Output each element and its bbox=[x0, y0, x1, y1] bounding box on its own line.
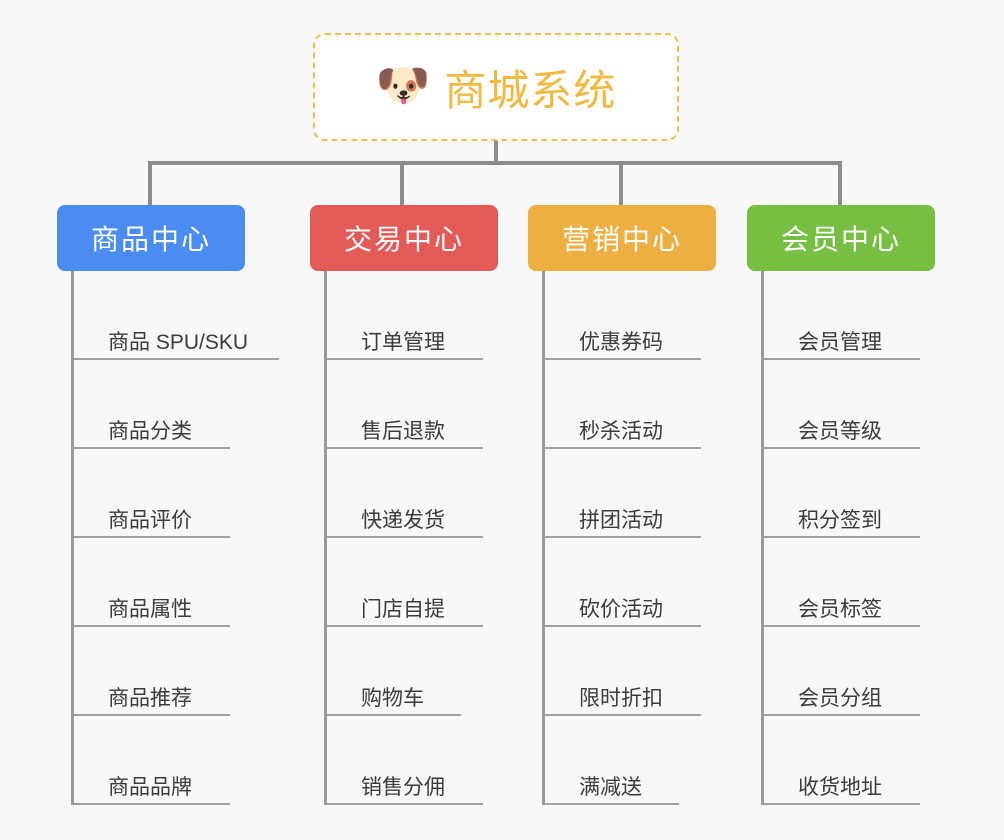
leaf-underline bbox=[545, 447, 701, 449]
leaf-underline bbox=[545, 714, 701, 716]
leaf-list-member-center: 会员管理 会员等级 积分签到 会员标签 会员分组 收货地址 bbox=[761, 271, 935, 805]
leaf-label: 会员分组 bbox=[798, 687, 882, 710]
leaf-item[interactable]: 秒杀活动 bbox=[545, 360, 716, 449]
category-box-trade-center[interactable]: 交易中心 bbox=[310, 205, 498, 271]
leaf-underline bbox=[545, 536, 701, 538]
branch-column-member-center: 会员中心 会员管理 会员等级 积分签到 会员标签 会员分组 bbox=[747, 205, 935, 805]
leaf-item[interactable]: 快递发货 bbox=[327, 449, 498, 538]
leaf-label: 商品推荐 bbox=[108, 687, 192, 710]
leaf-item[interactable]: 会员等级 bbox=[764, 360, 935, 449]
branch-drop-trade-center bbox=[400, 161, 404, 207]
leaf-item[interactable]: 商品分类 bbox=[74, 360, 245, 449]
leaf-label: 商品品牌 bbox=[108, 776, 192, 799]
leaf-label: 商品属性 bbox=[108, 598, 192, 621]
leaf-item[interactable]: 商品评价 bbox=[74, 449, 245, 538]
leaf-underline bbox=[74, 358, 279, 360]
leaf-label: 订单管理 bbox=[361, 331, 445, 354]
branch-drop-marketing-center bbox=[619, 161, 623, 207]
leaf-underline bbox=[74, 536, 230, 538]
root-title: 商城系统 bbox=[444, 66, 617, 114]
category-box-marketing-center[interactable]: 营销中心 bbox=[528, 205, 716, 271]
leaf-underline bbox=[764, 625, 920, 627]
leaf-list-marketing-center: 优惠券码 秒杀活动 拼团活动 砍价活动 限时折扣 满减送 bbox=[542, 271, 716, 805]
leaf-underline bbox=[74, 625, 230, 627]
leaf-underline bbox=[764, 536, 920, 538]
leaf-underline bbox=[327, 447, 483, 449]
leaf-item[interactable]: 积分签到 bbox=[764, 449, 935, 538]
leaf-item[interactable]: 收货地址 bbox=[764, 716, 935, 805]
category-label-marketing-center: 营销中心 bbox=[561, 224, 682, 255]
leaf-label: 收货地址 bbox=[798, 776, 882, 799]
leaf-underline bbox=[327, 714, 461, 716]
leaf-label: 积分签到 bbox=[798, 509, 882, 532]
branch-drop-product-center bbox=[148, 161, 152, 207]
leaf-item[interactable]: 限时折扣 bbox=[545, 627, 716, 716]
leaf-item[interactable]: 砍价活动 bbox=[545, 538, 716, 627]
leaf-label: 购物车 bbox=[361, 687, 424, 710]
category-label-member-center: 会员中心 bbox=[780, 224, 901, 255]
root-node[interactable]: 🐶 商城系统 bbox=[313, 33, 679, 141]
leaf-underline bbox=[545, 625, 701, 627]
leaf-label: 优惠券码 bbox=[579, 331, 663, 354]
leaf-label: 限时折扣 bbox=[579, 687, 663, 710]
category-label-product-center: 商品中心 bbox=[90, 224, 211, 255]
leaf-item[interactable]: 购物车 bbox=[327, 627, 498, 716]
leaf-underline bbox=[74, 803, 230, 805]
leaf-underline bbox=[327, 625, 483, 627]
leaf-item[interactable]: 会员标签 bbox=[764, 538, 935, 627]
leaf-underline bbox=[764, 803, 920, 805]
leaf-label: 秒杀活动 bbox=[579, 420, 663, 443]
branch-column-marketing-center: 营销中心 优惠券码 秒杀活动 拼团活动 砍价活动 限时折扣 bbox=[528, 205, 716, 805]
leaf-item[interactable]: 商品推荐 bbox=[74, 627, 245, 716]
leaf-label: 商品 SPU/SKU bbox=[108, 331, 249, 354]
leaf-list-product-center: 商品 SPU/SKU 商品分类 商品评价 商品属性 商品推荐 商品品牌 bbox=[71, 271, 279, 805]
leaf-underline bbox=[545, 803, 679, 805]
branch-column-trade-center: 交易中心 订单管理 售后退款 快递发货 门店自提 购物车 bbox=[310, 205, 498, 805]
leaf-item[interactable]: 优惠券码 bbox=[545, 271, 716, 360]
branch-column-product-center: 商品中心 商品 SPU/SKU 商品分类 商品评价 商品属性 商品推荐 bbox=[57, 205, 279, 805]
leaf-label: 销售分佣 bbox=[361, 776, 445, 799]
leaf-label: 门店自提 bbox=[361, 598, 445, 621]
leaf-underline bbox=[327, 536, 483, 538]
leaf-underline bbox=[764, 358, 920, 360]
leaf-label: 满减送 bbox=[579, 776, 642, 799]
leaf-item[interactable]: 商品属性 bbox=[74, 538, 245, 627]
leaf-underline bbox=[545, 358, 701, 360]
leaf-underline bbox=[764, 447, 920, 449]
leaf-underline bbox=[327, 358, 483, 360]
leaf-item[interactable]: 会员分组 bbox=[764, 627, 935, 716]
leaf-item[interactable]: 商品品牌 bbox=[74, 716, 245, 805]
leaf-label: 售后退款 bbox=[361, 420, 445, 443]
leaf-label: 砍价活动 bbox=[579, 598, 663, 621]
leaf-label: 快递发货 bbox=[361, 509, 445, 532]
leaf-item[interactable]: 满减送 bbox=[545, 716, 716, 805]
category-box-product-center[interactable]: 商品中心 bbox=[57, 205, 245, 271]
root-stem-horizontal bbox=[148, 161, 842, 165]
category-box-member-center[interactable]: 会员中心 bbox=[747, 205, 935, 271]
dog-face-icon: 🐶 bbox=[375, 61, 431, 110]
leaf-underline bbox=[74, 447, 230, 449]
leaf-label: 商品评价 bbox=[108, 509, 192, 532]
leaf-item[interactable]: 拼团活动 bbox=[545, 449, 716, 538]
leaf-item[interactable]: 门店自提 bbox=[327, 538, 498, 627]
leaf-underline bbox=[327, 803, 483, 805]
leaf-underline bbox=[74, 714, 230, 716]
leaf-item[interactable]: 商品 SPU/SKU bbox=[74, 271, 279, 360]
leaf-item[interactable]: 售后退款 bbox=[327, 360, 498, 449]
leaf-label: 会员管理 bbox=[798, 331, 882, 354]
category-label-trade-center: 交易中心 bbox=[343, 224, 464, 255]
root-stem-vertical bbox=[494, 141, 498, 165]
leaf-label: 商品分类 bbox=[108, 420, 192, 443]
leaf-label: 拼团活动 bbox=[579, 509, 663, 532]
leaf-label: 会员标签 bbox=[798, 598, 882, 621]
leaf-list-trade-center: 订单管理 售后退款 快递发货 门店自提 购物车 销售分佣 bbox=[324, 271, 498, 805]
leaf-item[interactable]: 会员管理 bbox=[764, 271, 935, 360]
leaf-item[interactable]: 销售分佣 bbox=[327, 716, 498, 805]
branch-drop-member-center bbox=[838, 161, 842, 207]
leaf-label: 会员等级 bbox=[798, 420, 882, 443]
leaf-item[interactable]: 订单管理 bbox=[327, 271, 498, 360]
leaf-underline bbox=[764, 714, 920, 716]
